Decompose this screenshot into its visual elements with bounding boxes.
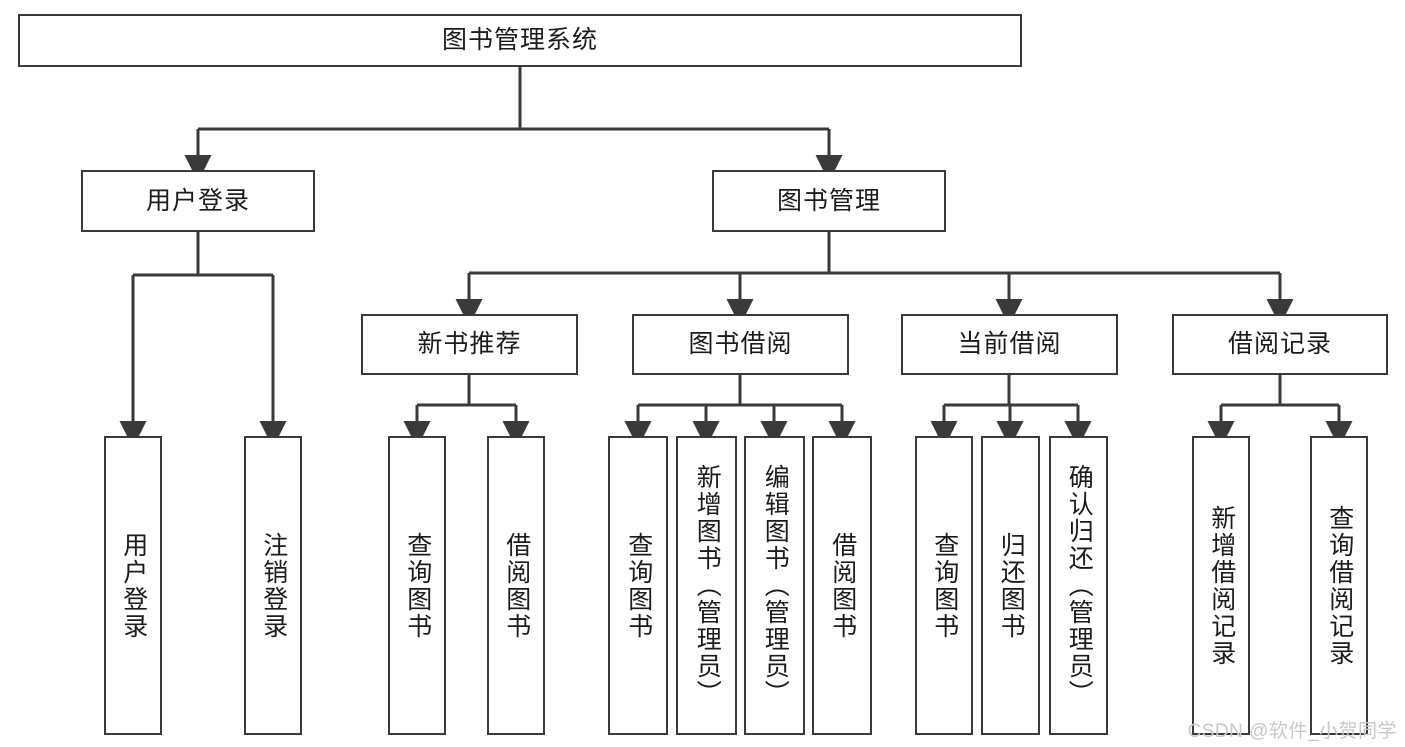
- node-leaf-query-book-cur[interactable]: 查询图书: [915, 436, 973, 735]
- node-leaf-query-borrow-record[interactable]: 查询借阅记录: [1310, 436, 1368, 735]
- node-leaf-edit-book-label: 编辑图书（管理员）: [761, 464, 790, 707]
- node-book-borrow-label: 图书借阅: [688, 330, 793, 359]
- node-leaf-query-book-cur-label: 查询图书: [930, 531, 959, 640]
- node-leaf-borrow-book-rec-label: 借阅图书: [502, 531, 531, 640]
- node-leaf-query-borrow-record-label: 查询借阅记录: [1325, 504, 1354, 667]
- node-leaf-edit-book[interactable]: 编辑图书（管理员）: [744, 436, 805, 735]
- node-user-login-label: 用户登录: [145, 186, 250, 215]
- node-leaf-query-book-rec-label: 查询图书: [403, 531, 432, 640]
- node-current-borrow-label: 当前借阅: [957, 330, 1062, 359]
- node-book-manage[interactable]: 图书管理: [712, 170, 946, 232]
- node-book-borrow[interactable]: 图书借阅: [632, 314, 849, 375]
- node-leaf-borrow-book-bor-label: 借阅图书: [828, 531, 857, 640]
- node-leaf-query-book-bor-label: 查询图书: [624, 531, 653, 640]
- node-borrow-record[interactable]: 借阅记录: [1172, 314, 1388, 375]
- node-borrow-record-label: 借阅记录: [1227, 330, 1332, 359]
- node-leaf-add-borrow-record[interactable]: 新增借阅记录: [1192, 436, 1250, 735]
- node-leaf-borrow-book-bor[interactable]: 借阅图书: [812, 436, 872, 735]
- node-new-book-recommend-label: 新书推荐: [417, 330, 522, 359]
- node-leaf-confirm-return[interactable]: 确认归还（管理员）: [1049, 436, 1108, 735]
- node-user-login[interactable]: 用户登录: [81, 170, 315, 232]
- node-leaf-return-book[interactable]: 归还图书: [981, 436, 1040, 735]
- node-leaf-confirm-return-label: 确认归还（管理员）: [1065, 464, 1094, 707]
- node-leaf-user-logout-label: 注销登录: [259, 531, 288, 640]
- node-leaf-add-borrow-record-label: 新增借阅记录: [1207, 504, 1236, 667]
- node-root[interactable]: 图书管理系统: [18, 14, 1022, 67]
- node-leaf-add-book-label: 新增图书（管理员）: [693, 464, 722, 707]
- node-new-book-recommend[interactable]: 新书推荐: [361, 314, 578, 375]
- node-book-manage-label: 图书管理: [776, 186, 881, 215]
- node-leaf-add-book[interactable]: 新增图书（管理员）: [676, 436, 737, 735]
- node-leaf-query-book-rec[interactable]: 查询图书: [388, 436, 446, 735]
- node-current-borrow[interactable]: 当前借阅: [901, 314, 1118, 375]
- node-leaf-borrow-book-rec[interactable]: 借阅图书: [487, 436, 545, 735]
- node-leaf-user-login[interactable]: 用户登录: [104, 436, 162, 735]
- node-leaf-query-book-bor[interactable]: 查询图书: [608, 436, 668, 735]
- node-leaf-return-book-label: 归还图书: [997, 531, 1026, 640]
- csdn-watermark: CSDN @软件_小贺同学: [1187, 721, 1397, 742]
- node-root-label: 图书管理系统: [441, 26, 598, 55]
- node-leaf-user-login-label: 用户登录: [119, 531, 148, 640]
- node-leaf-user-logout[interactable]: 注销登录: [244, 436, 302, 735]
